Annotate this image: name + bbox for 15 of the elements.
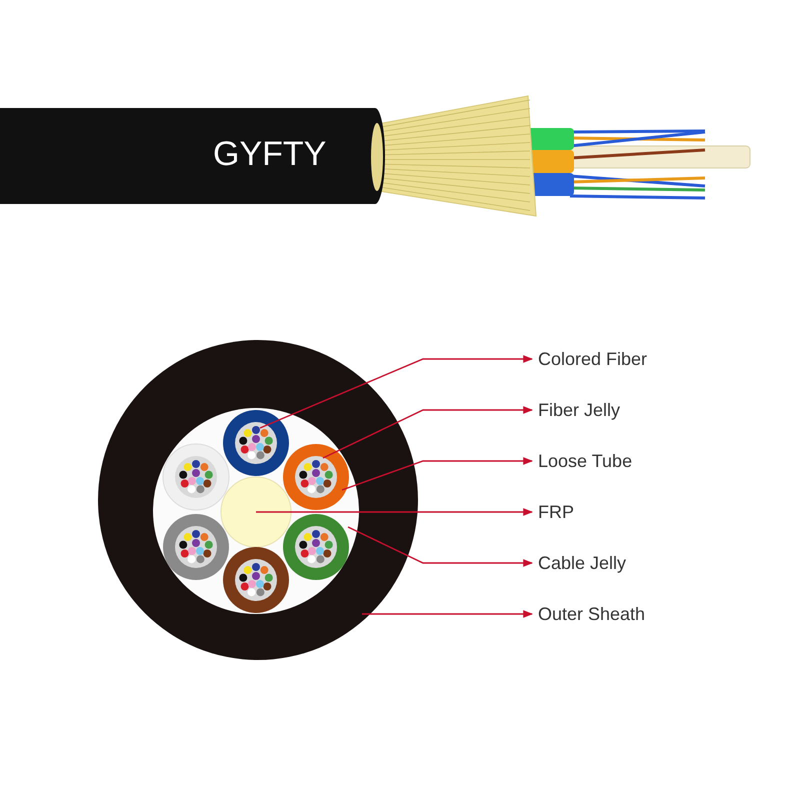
leader-line [342,457,533,491]
frp-rod [220,476,292,548]
leader-line [260,355,533,429]
part-label: FRP [538,501,574,523]
cable-type-text: GYFTY [213,135,326,173]
part-label: Colored Fiber [538,348,648,370]
leader-line [256,508,533,516]
leader-line [322,406,533,459]
part-label: Loose Tube [538,450,632,472]
leader-line [348,526,533,567]
colored-fiber [252,426,260,434]
part-label: Cable Jelly [538,552,626,574]
part-label: Outer Sheath [538,603,646,625]
leader-line [362,610,533,618]
part-label: Fiber Jelly [538,399,620,421]
